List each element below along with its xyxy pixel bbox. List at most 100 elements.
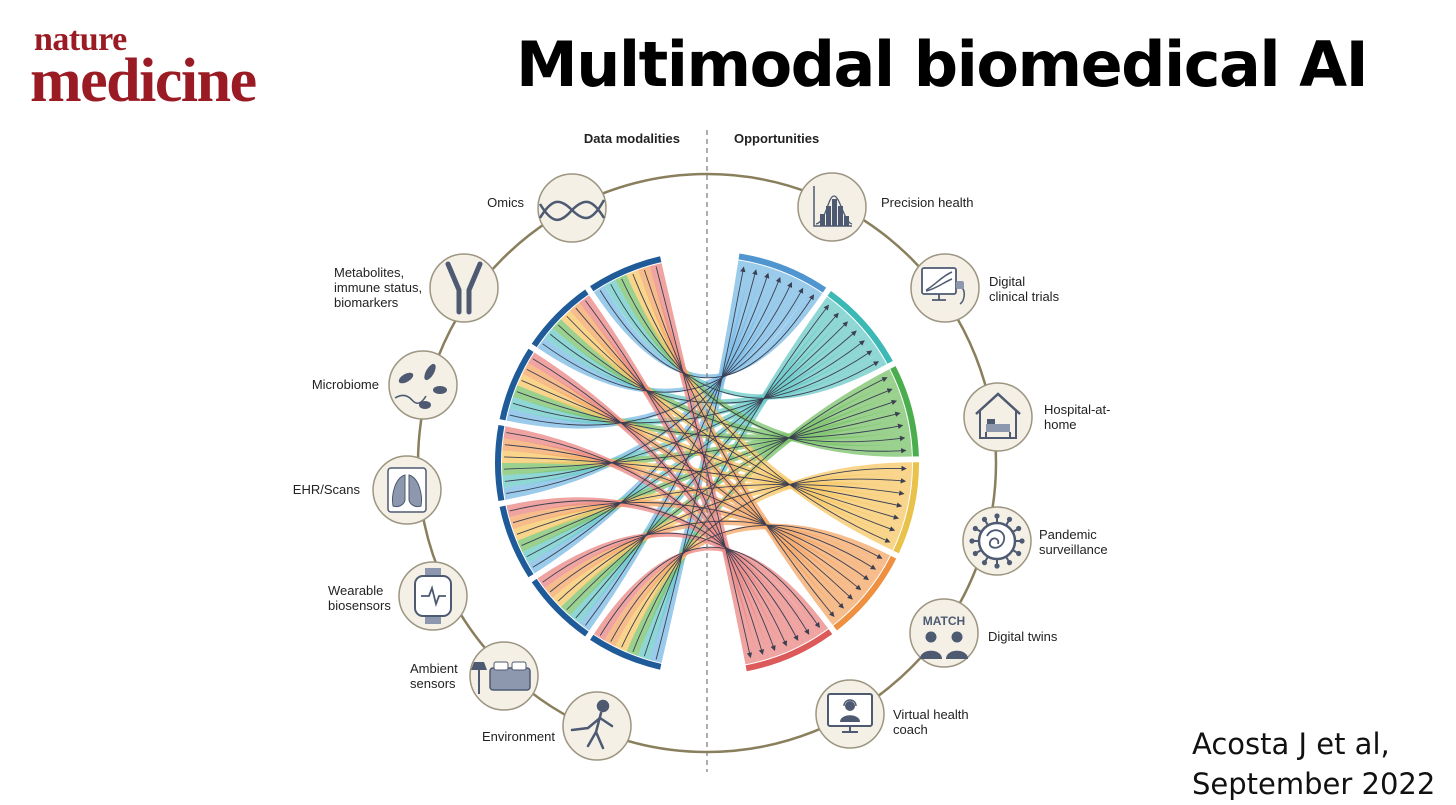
opportunity-label: Digital twins bbox=[988, 629, 1058, 644]
opportunity-arc bbox=[827, 291, 893, 364]
opportunity-arc bbox=[833, 555, 897, 631]
chord-arrow bbox=[575, 307, 844, 609]
chord-arrow bbox=[509, 282, 793, 426]
lungs-scan-icon bbox=[387, 467, 427, 513]
modality-ambient-sensors: Ambient sensors bbox=[410, 641, 539, 711]
chord-arrow bbox=[557, 478, 907, 602]
virus-icon bbox=[969, 513, 1025, 569]
chord-arrow bbox=[557, 324, 906, 443]
virus-spike-tip bbox=[1016, 550, 1022, 557]
opportunity-label: Hospital-at- home bbox=[1044, 402, 1114, 432]
chord-arcs bbox=[495, 253, 919, 672]
chord-arrow bbox=[621, 465, 907, 648]
chord-arrow bbox=[504, 411, 901, 470]
modality-environment: Environment bbox=[482, 691, 632, 761]
header-data-modalities: Data modalities bbox=[584, 131, 680, 146]
chord-arrow bbox=[610, 284, 880, 399]
modality-label: EHR/Scans bbox=[293, 482, 361, 497]
virus-spike-tip bbox=[981, 560, 988, 566]
virus-spike-tip bbox=[994, 513, 1000, 519]
person-smoking-icon bbox=[570, 699, 614, 750]
chord-ribbon bbox=[509, 332, 873, 426]
modality-ehr-scans: EHR/Scans bbox=[293, 455, 442, 525]
opportunity-digital-twins: MATCH Digital twins bbox=[909, 598, 1058, 668]
virus-spike-tip bbox=[972, 525, 978, 532]
chord-arrow bbox=[542, 532, 810, 635]
bed-lamp-icon bbox=[471, 661, 531, 694]
monitor-chart-icon bbox=[921, 267, 965, 305]
modality-label: Omics bbox=[487, 195, 524, 210]
chord-arrow bbox=[526, 321, 849, 557]
chord-ribbon bbox=[512, 481, 911, 541]
virus-spike-tip bbox=[969, 538, 975, 544]
chord-arrow bbox=[655, 266, 746, 660]
citation-line-1: Acosta J et al, bbox=[1192, 727, 1390, 761]
modality-label: Metabolites, immune status, biomarkers bbox=[334, 265, 426, 310]
chord-ribbon bbox=[649, 263, 759, 665]
virus-spike-tip bbox=[1016, 525, 1022, 532]
opportunity-label: Precision health bbox=[881, 195, 974, 210]
chord-arrow bbox=[521, 379, 900, 520]
chord-ribbon bbox=[544, 328, 881, 405]
chord-arrow bbox=[632, 273, 891, 543]
chord-ribbon bbox=[637, 266, 843, 625]
twins-icon: MATCH bbox=[920, 614, 968, 659]
opportunity-label: Pandemic surveillance bbox=[1039, 527, 1108, 557]
chord-arrow bbox=[599, 546, 820, 636]
citation-line-2: September 2022 bbox=[1192, 767, 1436, 801]
chord-arrow bbox=[532, 358, 776, 651]
modality-arc bbox=[499, 348, 534, 421]
modality-metabolites: Metabolites, immune status, biomarkers bbox=[334, 253, 499, 323]
virus-spike-tip bbox=[994, 563, 1000, 569]
chord-ribbon bbox=[560, 381, 900, 616]
chord-arrow bbox=[549, 520, 877, 593]
opportunity-pandemic-surveillance: Pandemic surveillance bbox=[962, 506, 1108, 576]
modality-label: Microbiome bbox=[312, 377, 379, 392]
citation: Acosta J et al, September 2022 bbox=[1192, 724, 1435, 804]
opportunity-arc bbox=[893, 462, 919, 554]
chord-ribbon bbox=[502, 450, 909, 514]
opportunity-arc bbox=[890, 366, 919, 457]
chord-ribbon bbox=[537, 532, 818, 643]
chord-ribbon bbox=[579, 295, 771, 662]
virus-spike-tip bbox=[981, 516, 988, 522]
chord-arrow bbox=[509, 500, 799, 641]
chord-ribbon bbox=[593, 285, 823, 378]
histogram-icon bbox=[813, 186, 853, 227]
chord-arrow bbox=[521, 399, 897, 547]
modality-arc bbox=[531, 289, 589, 348]
smartwatch-icon bbox=[414, 568, 452, 624]
modality-arc bbox=[495, 424, 505, 502]
chord-arrows bbox=[504, 266, 907, 660]
chord-arrow bbox=[512, 340, 865, 424]
chord-arrow bbox=[585, 269, 758, 626]
modality-arc bbox=[499, 505, 534, 578]
modality-microbiome: Microbiome bbox=[312, 350, 458, 420]
modality-arc bbox=[531, 578, 589, 637]
opportunity-digital-clinical-trials: Digital clinical trials bbox=[910, 253, 1060, 323]
virus-spike-tip bbox=[1019, 538, 1025, 544]
bacteria-icon bbox=[394, 363, 447, 409]
monitor-coach-icon bbox=[827, 693, 873, 733]
match-text: MATCH bbox=[923, 614, 965, 628]
chord-ribbon bbox=[579, 262, 764, 631]
chord-arrow bbox=[532, 272, 770, 568]
antibody-icon bbox=[445, 261, 483, 315]
house-bed-icon bbox=[975, 392, 1021, 439]
opportunity-arc bbox=[738, 253, 827, 293]
chord-arrow bbox=[643, 269, 835, 617]
opportunity-label: Virtual health coach bbox=[893, 707, 972, 737]
header-opportunities: Opportunities bbox=[734, 131, 819, 146]
modality-omics: Omics bbox=[487, 173, 607, 243]
modality-label: Ambient sensors bbox=[410, 661, 461, 691]
chord-ribbon bbox=[522, 313, 857, 563]
nature-medicine-logo: nature medicine bbox=[30, 22, 330, 114]
chord-arrow bbox=[506, 277, 781, 494]
chord-arrow bbox=[610, 524, 883, 642]
virus-spike-tip bbox=[1006, 516, 1013, 522]
chord-ribbon bbox=[560, 310, 903, 539]
chord-arrow bbox=[585, 300, 764, 655]
modality-label: Environment bbox=[482, 729, 555, 744]
chord-arrow bbox=[506, 432, 788, 647]
